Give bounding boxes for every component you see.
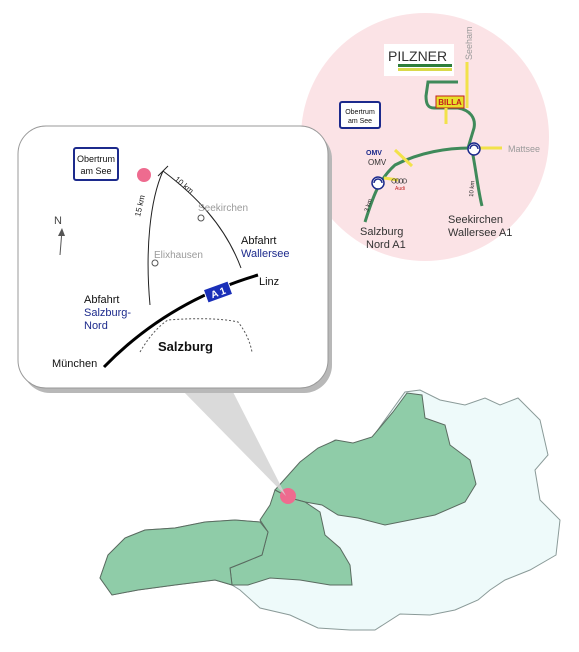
- omv-label: OMV: [368, 158, 387, 167]
- obertrum-sign-circle-line1: Obertrum: [345, 109, 375, 116]
- obertrum-sign-circle-line2: am See: [348, 118, 372, 125]
- billa-logo: [435, 95, 465, 109]
- province-tirol-shape: [99, 519, 269, 596]
- salzburg-label: Salzburg: [158, 339, 213, 354]
- callout-wedge: [180, 388, 286, 496]
- seekirchen-wallersee-line1: Seekirchen: [448, 214, 503, 226]
- mattsee-label: Mattsee: [508, 144, 540, 154]
- linz-label: Linz: [259, 276, 279, 288]
- abfahrt-nord-line3: Nord: [84, 320, 108, 332]
- obertrum-sign-circle: [339, 101, 381, 129]
- pilzner-logo-stripe-1: [398, 64, 452, 67]
- salzburg-nord-line1: Salzburg: [360, 226, 403, 238]
- location-marker-austria[interactable]: [280, 488, 296, 504]
- road-10km: [162, 170, 242, 269]
- province-upper-shape: [274, 392, 477, 526]
- abfahrt-wallersee-line1: Abfahrt: [241, 235, 276, 247]
- elixhausen-dot: [151, 259, 159, 267]
- audi-logo: [391, 178, 408, 184]
- abfahrt-nord-line2: Salzburg-: [84, 307, 131, 319]
- seekirchen-label: Seekirchen: [198, 203, 248, 214]
- pilzner-logo-stripe-2: [398, 68, 452, 71]
- abfahrt-wallersee-line2: Wallersee: [241, 248, 290, 260]
- obertrum-marker-detail[interactable]: [137, 168, 151, 182]
- km-3-label: 3 km: [364, 198, 374, 212]
- salzburg-city-boundary: [139, 318, 253, 353]
- seeham-label: Seeham: [464, 26, 474, 60]
- obertrum-sign-detail: [73, 147, 119, 181]
- omv-logo: OMV: [366, 150, 382, 157]
- interchange-icon-2: [371, 176, 385, 190]
- muenchen-label: München: [52, 358, 97, 370]
- motorway-a1: [102, 273, 259, 369]
- seekirchen-wallersee-line2: Wallersee A1: [448, 227, 512, 239]
- north-label: N: [54, 215, 62, 227]
- a1-sign-label: A 1: [209, 285, 227, 301]
- billa-logo-text: BILLA: [438, 98, 462, 107]
- audi-label: Audi: [395, 186, 405, 192]
- road-main-sbg: [363, 146, 471, 223]
- road-15km: [147, 170, 164, 306]
- pilzner-logo-text: PILZNER: [388, 48, 447, 64]
- road-omv: [393, 148, 414, 168]
- seekirchen-dot: [197, 214, 205, 222]
- obertrum-sign-detail-line2: am See: [80, 166, 111, 176]
- circle-map-background: [301, 13, 549, 261]
- north-arrow-icon: [58, 228, 65, 236]
- interchange-icon-1: [467, 142, 481, 156]
- road-tick: [157, 165, 169, 177]
- detail-map-box: [17, 125, 329, 389]
- road-local-green: [424, 80, 476, 149]
- salzburg-nord-line2: Nord A1: [366, 239, 406, 251]
- a1-sign: A 1: [202, 280, 234, 304]
- obertrum-sign-detail-line1: Obertrum: [77, 154, 115, 164]
- elixhausen-label: Elixhausen: [154, 250, 203, 261]
- abfahrt-nord-line1: Abfahrt: [84, 294, 119, 306]
- km-10-label: 10 km: [469, 180, 476, 197]
